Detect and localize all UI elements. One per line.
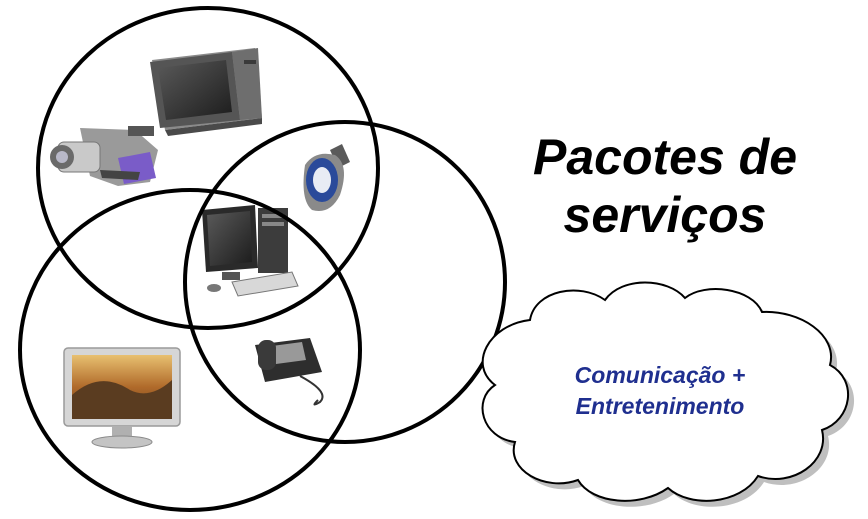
title-line-1: Pacotes de bbox=[532, 129, 797, 185]
mobile-phone-icon bbox=[303, 144, 350, 211]
cloud-line-1: Comunicação + bbox=[574, 362, 746, 388]
venn-circle-bottom-left bbox=[18, 188, 362, 512]
camcorder-icon bbox=[50, 126, 158, 186]
cloud-label: Comunicação + Entretenimento bbox=[510, 360, 810, 422]
cloud bbox=[481, 281, 850, 502]
venn-circle-right bbox=[183, 120, 507, 444]
venn-circle-top bbox=[36, 6, 380, 330]
flat-screen-tv-icon bbox=[63, 347, 181, 449]
desk-phone-icon bbox=[255, 338, 324, 406]
title-line-2: serviços bbox=[563, 187, 767, 243]
tv-icon bbox=[150, 48, 262, 136]
page-title: Pacotes de serviços bbox=[505, 128, 825, 244]
cloud-line-2: Entretenimento bbox=[575, 393, 745, 419]
desktop-computer-icon bbox=[202, 205, 299, 297]
